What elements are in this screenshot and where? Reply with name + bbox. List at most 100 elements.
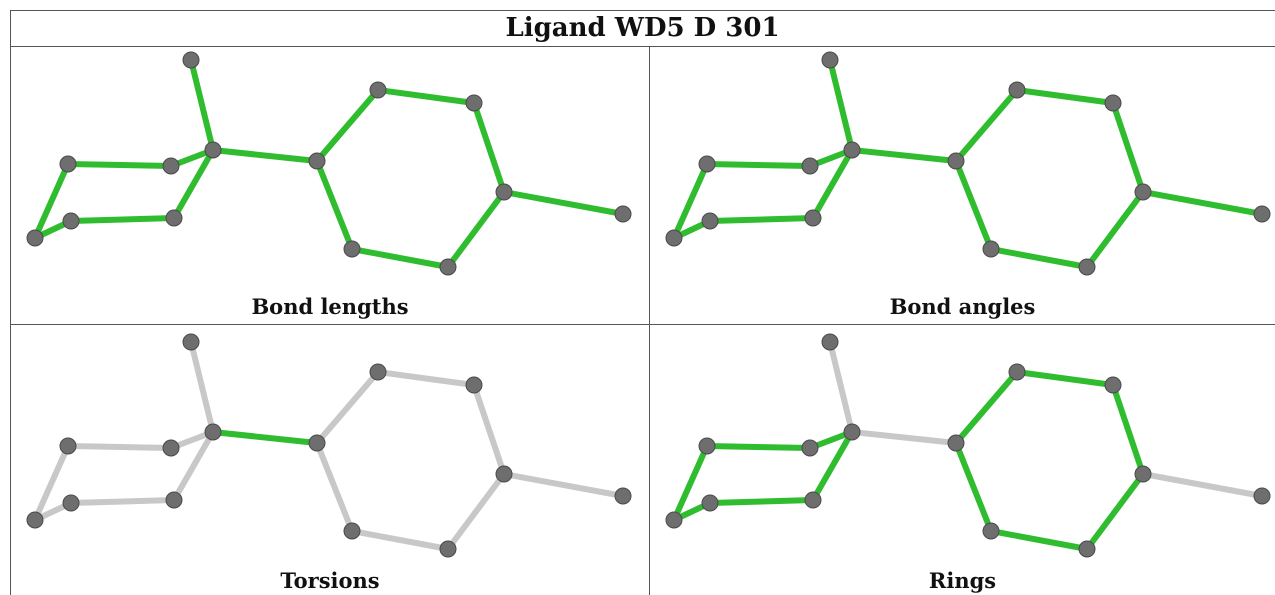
panel-bond-angles: Bond angles [650, 47, 1275, 324]
atom [665, 229, 683, 247]
atom [165, 491, 183, 509]
bond [210, 147, 320, 164]
atom [821, 51, 839, 69]
atom [26, 229, 44, 247]
atom [1008, 363, 1026, 381]
bond [671, 443, 710, 523]
bond [1110, 100, 1146, 195]
column-divider [649, 47, 650, 595]
bond [827, 339, 855, 435]
atom [947, 434, 965, 452]
title-divider [10, 46, 1275, 47]
bond [849, 429, 959, 446]
atom [698, 437, 716, 455]
atom [614, 487, 632, 505]
atom [701, 212, 719, 230]
atom [801, 439, 819, 457]
bond [1084, 471, 1146, 552]
bond [188, 339, 216, 435]
atom [62, 212, 80, 230]
bond [188, 57, 216, 153]
atom [947, 152, 965, 170]
atom [701, 494, 719, 512]
atom [1008, 81, 1026, 99]
bond [471, 100, 507, 195]
bond [314, 87, 381, 164]
atom [165, 209, 183, 227]
bond [445, 189, 507, 270]
bond [849, 147, 959, 164]
atom [343, 522, 361, 540]
bond [314, 158, 355, 252]
atom [162, 157, 180, 175]
atom [343, 240, 361, 258]
atom [162, 439, 180, 457]
bond [953, 87, 1020, 164]
bond [953, 158, 994, 252]
atom [62, 494, 80, 512]
atom [308, 152, 326, 170]
atom [465, 94, 483, 112]
bond [171, 147, 216, 221]
bond [65, 443, 174, 451]
bond [471, 382, 507, 477]
molecule-diagram [26, 51, 632, 276]
bond [501, 189, 626, 217]
bond [65, 161, 174, 169]
molecule-diagram [665, 333, 1271, 558]
bond [1084, 189, 1146, 270]
atom [982, 522, 1000, 540]
atom [982, 240, 1000, 258]
atom [369, 81, 387, 99]
atom [1253, 205, 1271, 223]
atom [698, 155, 716, 173]
atom [59, 437, 77, 455]
table-title: Ligand WD5 D 301 [505, 13, 780, 43]
atom [665, 511, 683, 529]
atom [495, 465, 513, 483]
atom [369, 363, 387, 381]
atom [804, 491, 822, 509]
atom [204, 141, 222, 159]
bond [171, 429, 216, 503]
atom [26, 511, 44, 529]
atom [308, 434, 326, 452]
bond [704, 161, 813, 169]
atom [1253, 487, 1271, 505]
atom [804, 209, 822, 227]
bond [349, 246, 451, 270]
bond [1014, 87, 1116, 106]
bond [1110, 382, 1146, 477]
panel-caption: Bond lengths [251, 294, 409, 319]
bond [32, 443, 71, 523]
bond [375, 87, 477, 106]
panel-rings: Rings [650, 325, 1275, 595]
atom [1134, 183, 1152, 201]
panel-torsions: Torsions [11, 325, 649, 595]
bond [314, 369, 381, 446]
atom [801, 157, 819, 175]
atom [843, 423, 861, 441]
atom [59, 155, 77, 173]
bond [953, 440, 994, 534]
bond [501, 471, 626, 499]
bond [1140, 471, 1265, 499]
bond [349, 528, 451, 552]
molecule-diagram [26, 333, 632, 558]
atom [182, 333, 200, 351]
atom [843, 141, 861, 159]
bond [988, 246, 1090, 270]
atom [204, 423, 222, 441]
bond [314, 440, 355, 534]
bond [1014, 369, 1116, 388]
bond [953, 369, 1020, 446]
bond [671, 161, 710, 241]
panel-caption: Rings [928, 568, 997, 593]
bond [445, 471, 507, 552]
bond [704, 443, 813, 451]
atom [465, 376, 483, 394]
panel-bond-lengths: Bond lengths [11, 47, 649, 324]
row-divider [10, 324, 1275, 325]
bond [68, 215, 177, 224]
